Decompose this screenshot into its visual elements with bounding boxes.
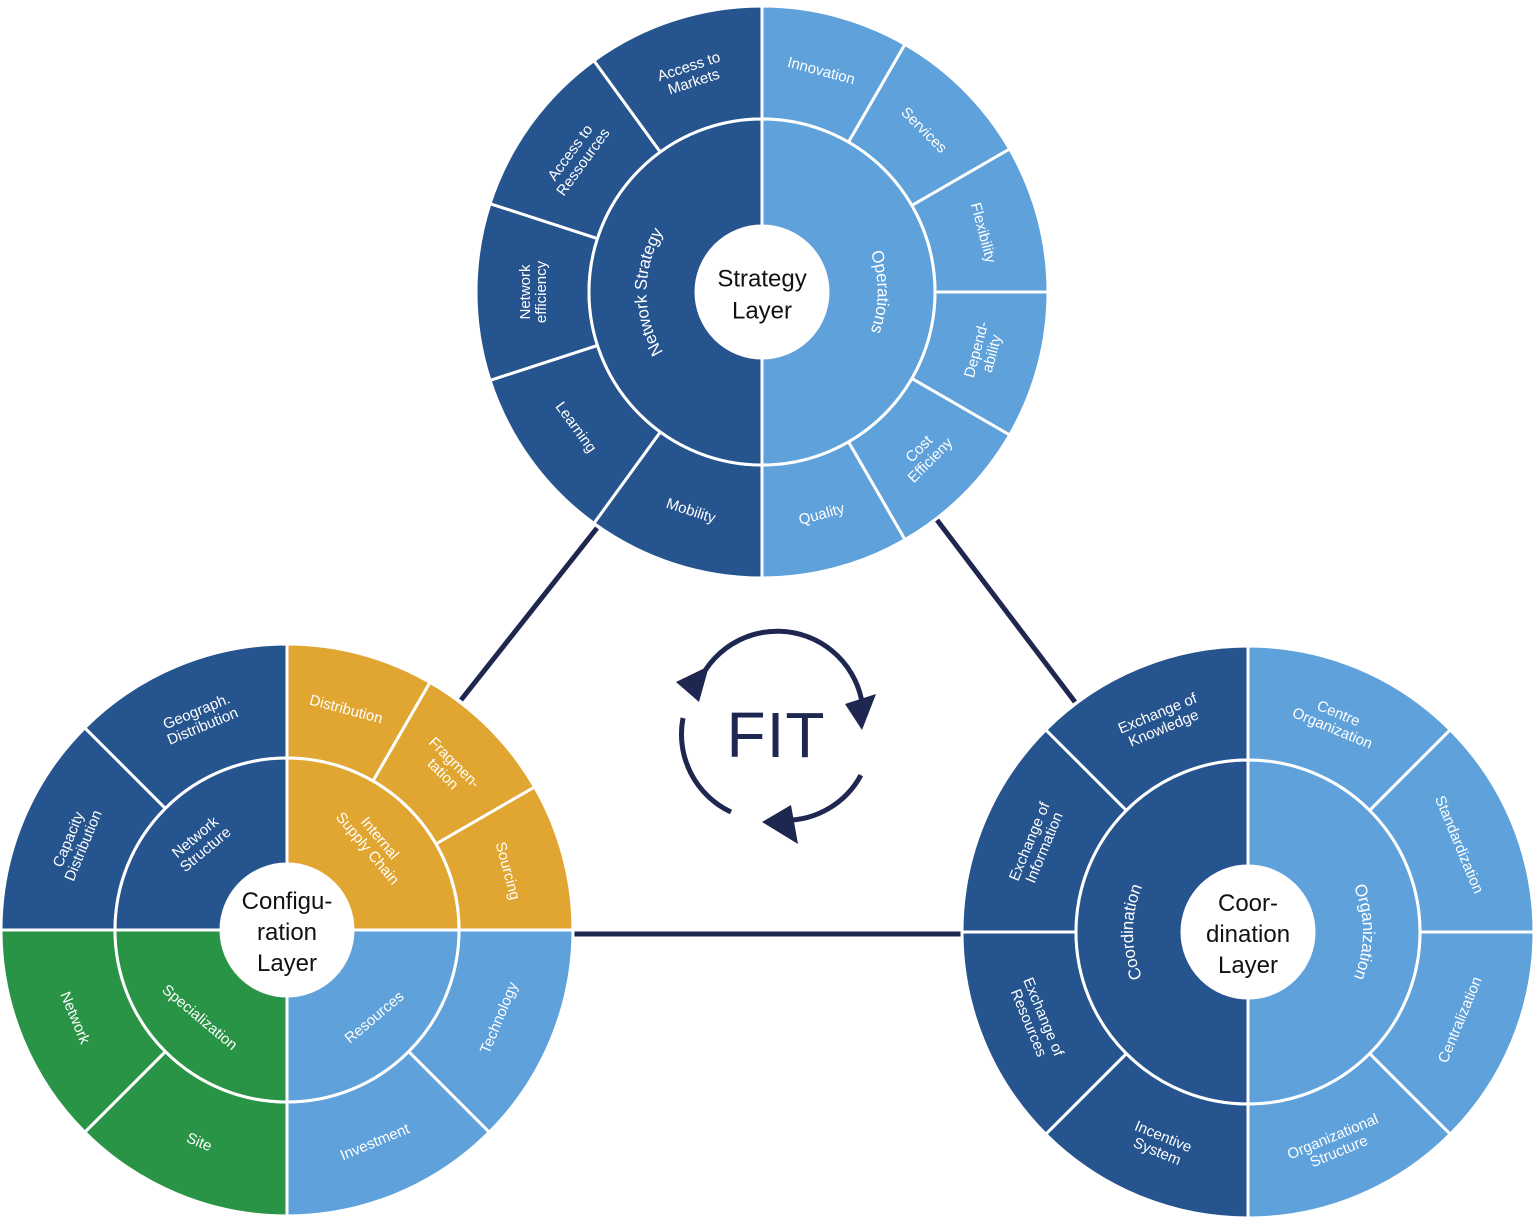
strategy-layer-wheel: InnovationServicesFlexibilityDepend-abil… (474, 4, 1050, 580)
strategy-center-circle (696, 226, 828, 358)
label-network-efficiency-line: Network (517, 264, 534, 320)
cycle-arrowhead-top-left (676, 666, 709, 702)
cycle-arc-right (783, 774, 864, 823)
coordination-center-title-line: Layer (1218, 952, 1278, 979)
configuration-center-title-line: ration (257, 919, 317, 946)
configuration-layer-wheel: DistributionFragmen-tationSourcingTechno… (0, 642, 575, 1218)
cycle-arc-top (691, 628, 864, 700)
coordination-center-circle (1182, 866, 1314, 998)
label-network-efficiency-line: efficiency (533, 260, 550, 323)
coordination-center-title-line: dination (1206, 921, 1290, 948)
strategy-center-title-line: Layer (732, 298, 792, 325)
configuration-center-title-line: Layer (257, 950, 317, 977)
coordination-center-title-line: Coor- (1218, 890, 1278, 917)
cycle-arrowhead-right (845, 694, 876, 730)
cycle-arc-left (678, 717, 733, 815)
connector-lines (459, 518, 1077, 937)
strategy-center-title-line: Strategy (717, 266, 806, 293)
configuration-center-title-line: Configu- (242, 888, 333, 915)
coordination-layer-wheel: CentreOrganizationStandardizationCentral… (960, 644, 1536, 1219)
connector-strategy-coordination (935, 518, 1077, 704)
fit-cycle: FIT (676, 628, 876, 844)
fit-label: FIT (727, 699, 826, 771)
connector-strategy-configuration (459, 526, 599, 702)
label-network-efficiency: Networkefficiency (517, 260, 550, 323)
configuration-center-circle (221, 864, 353, 996)
cycle-arrowhead-bottom (762, 805, 798, 844)
